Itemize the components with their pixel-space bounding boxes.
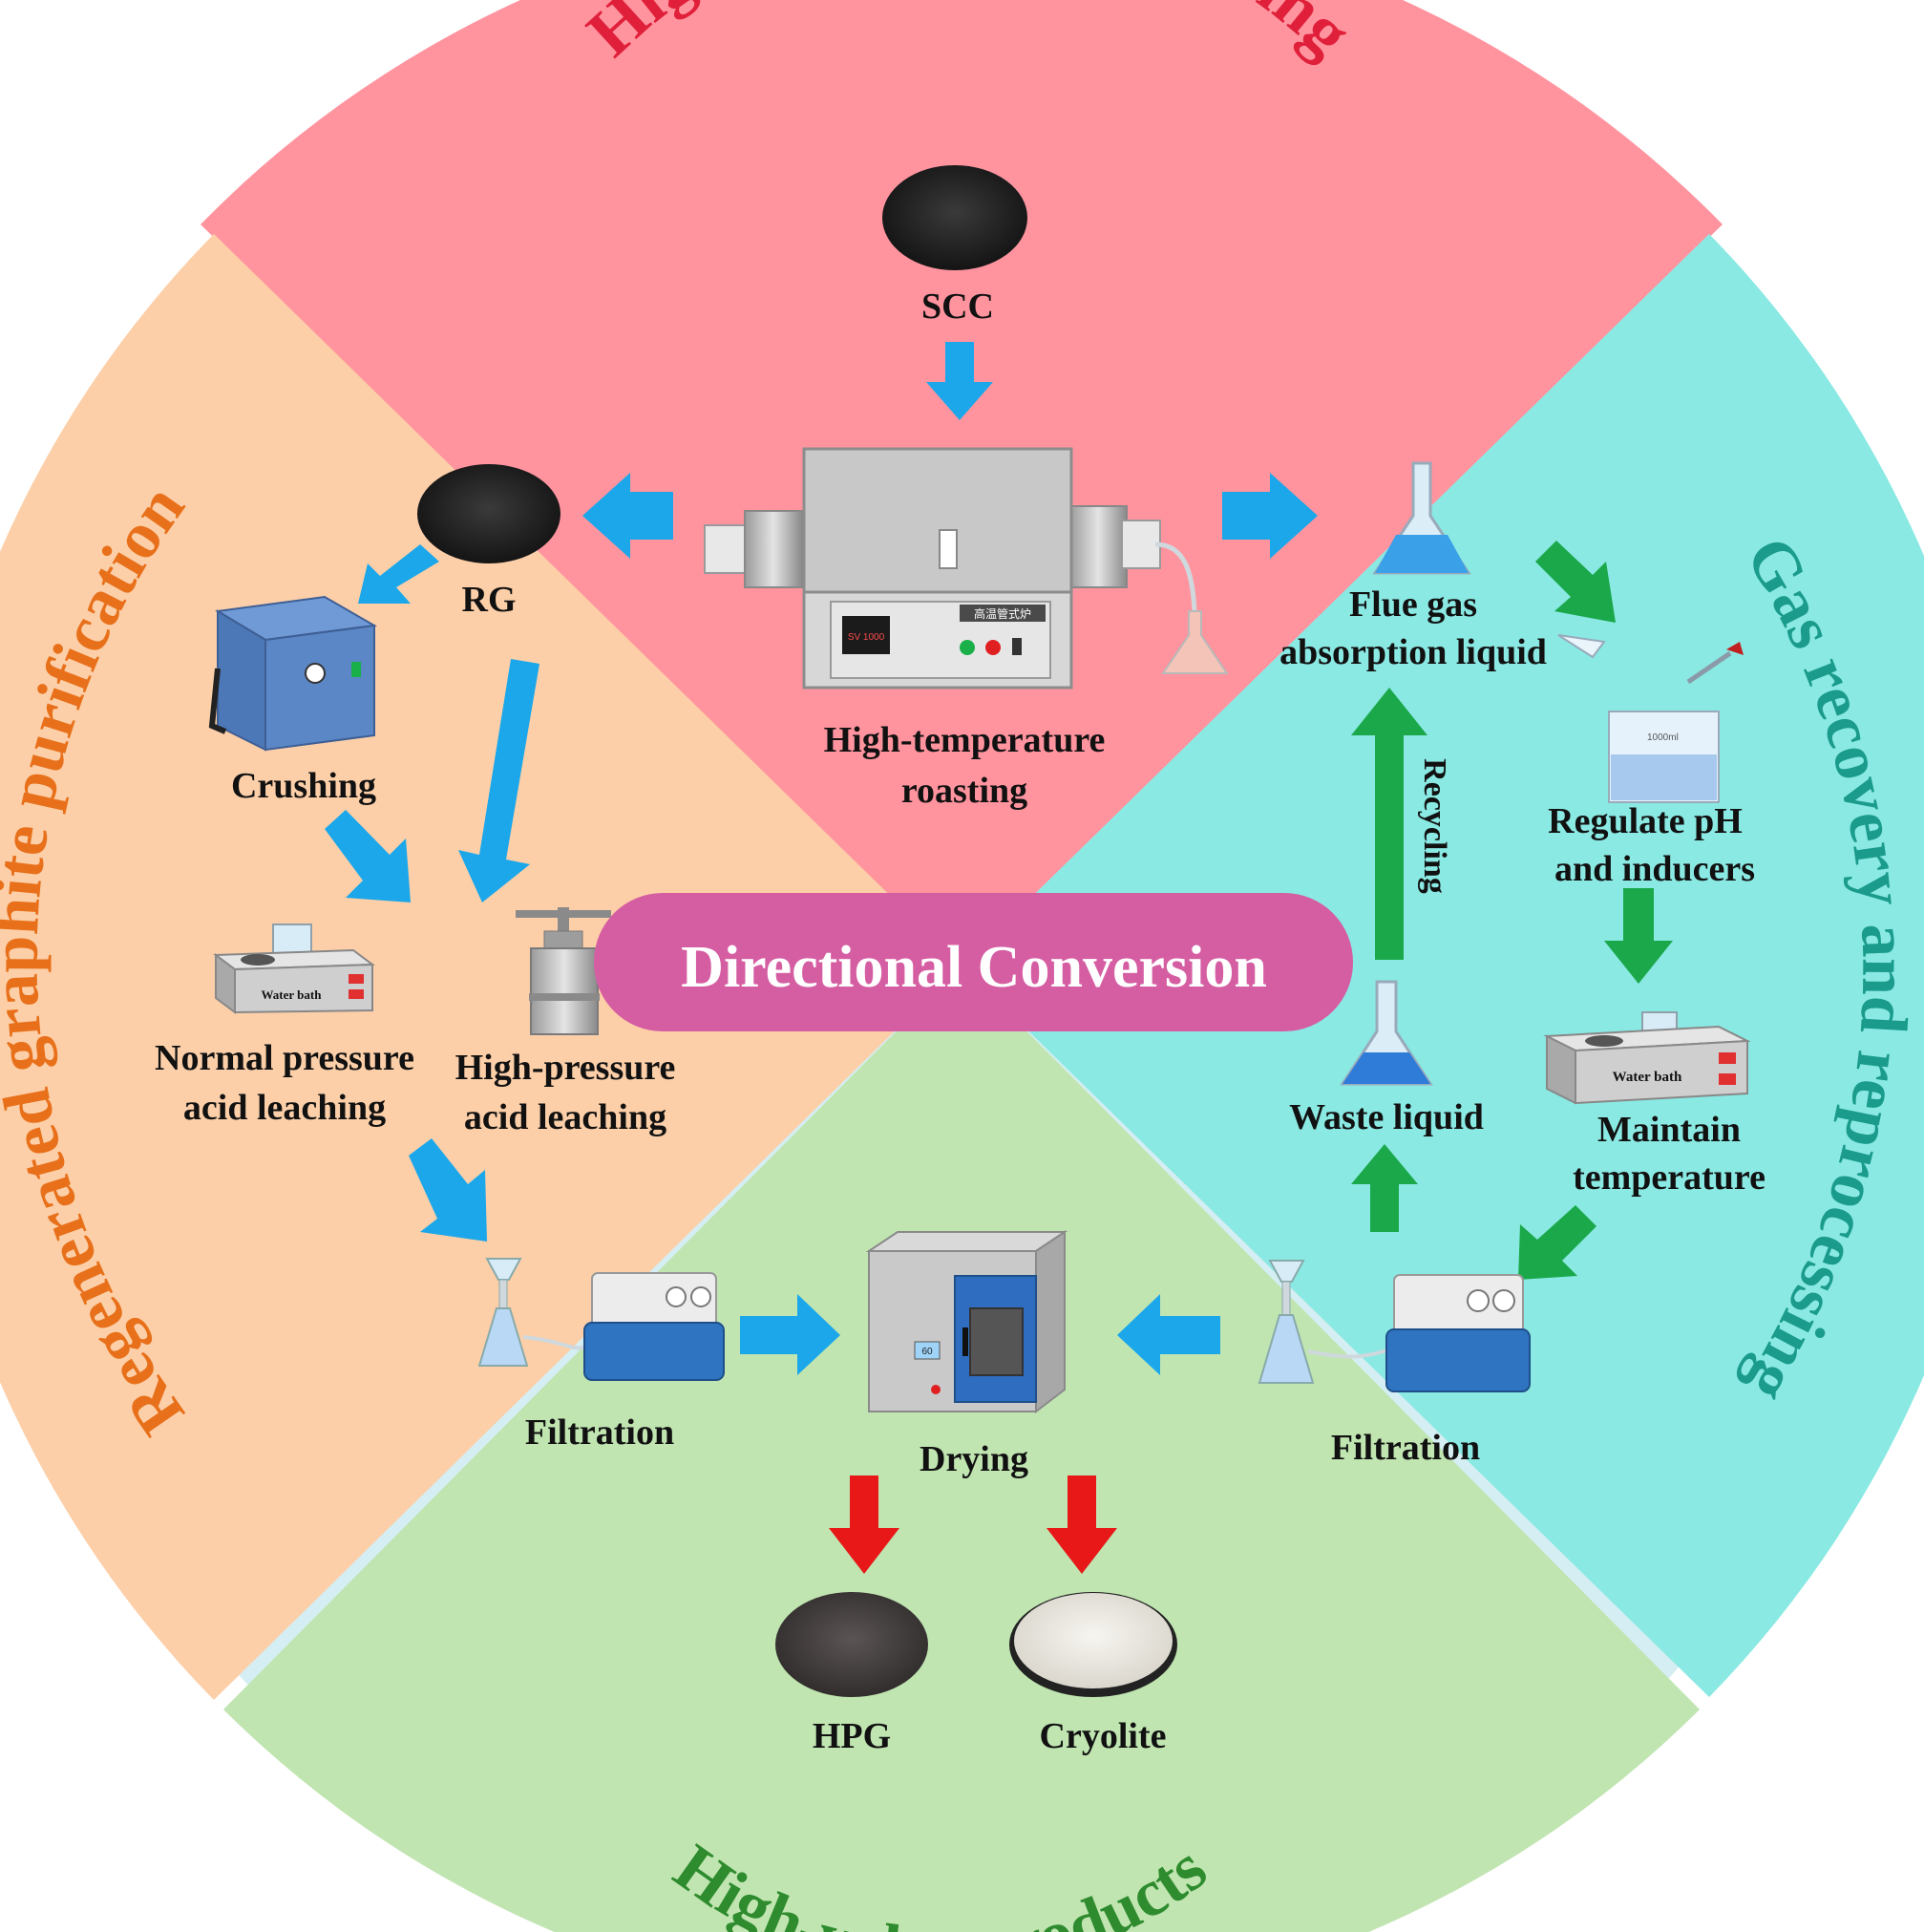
cryolite-sample (1009, 1592, 1177, 1697)
furnace-display: SV 1000 (848, 632, 885, 643)
arrow-furnace-to-flue (1222, 473, 1318, 559)
label-normal-1: Normal pressure (155, 1038, 414, 1078)
water-bath-right: Water bath (1543, 1011, 1751, 1105)
quadrant-products (223, 966, 1700, 1932)
label-flue-2: absorption liquid (1279, 632, 1547, 672)
label-highpressure-2: acid leaching (464, 1097, 666, 1137)
label-regulate-1: Regulate pH (1548, 801, 1743, 841)
waste-liquid-flask (1340, 980, 1433, 1086)
hpg-sample (775, 1592, 928, 1697)
label-crushing: Crushing (231, 766, 376, 806)
regulate-beaker: 1000ml (1557, 634, 1744, 803)
label-filtration-left: Filtration (525, 1412, 674, 1453)
arrow-rg-to-highpressure (458, 659, 539, 902)
label-normal-2: acid leaching (183, 1088, 386, 1128)
quadrant-purification (0, 234, 962, 1700)
label-recycling: Recycling (1417, 758, 1452, 894)
label-filtration-right: Filtration (1331, 1428, 1480, 1468)
label-roasting-2: roasting (901, 771, 1027, 811)
arrow-filtration-to-waste (1351, 1144, 1418, 1232)
rg-sample (417, 464, 560, 563)
label-highpressure-1: High-pressure (455, 1048, 676, 1088)
crusher-machine (208, 595, 378, 752)
arrow-furnace-to-rg (582, 473, 673, 559)
arrow-rg-to-crusher (358, 544, 439, 604)
tube-furnace: SV 1000 高温管式炉 (704, 447, 1229, 690)
arrow-crushing-to-leaching (325, 810, 411, 902)
quadrant-gas (962, 234, 1924, 1697)
arrow-scc-to-furnace (926, 342, 993, 420)
water-bath-left: Water bath (213, 924, 375, 1014)
label-scc: SCC (921, 287, 994, 327)
label-regulate-2: and inducers (1554, 849, 1755, 889)
arrow-right-filtration-to-drying (1117, 1294, 1220, 1375)
filtration-apparatus-right (1258, 1260, 1531, 1392)
filtration-apparatus-left (477, 1258, 725, 1381)
water-bath-right-label: Water bath (1613, 1070, 1682, 1085)
label-drying: Drying (920, 1439, 1028, 1479)
label-cryolite: Cryolite (1040, 1716, 1167, 1756)
beaker-mark: 1000ml (1647, 732, 1679, 743)
label-waste: Waste liquid (1289, 1097, 1484, 1137)
arrow-waste-to-flue (1351, 688, 1427, 960)
label-maintain-1: Maintain (1597, 1110, 1741, 1150)
center-badge: Directional Conversion (594, 893, 1353, 1031)
arrow-regulate-to-maintain (1604, 888, 1673, 984)
arrow-flue-to-regulate (1535, 541, 1616, 623)
label-hpg: HPG (813, 1716, 891, 1756)
arrow-drying-to-hpg (829, 1476, 899, 1574)
label-roasting-1: High-temperature (824, 720, 1106, 760)
arrow-left-filtration-to-drying (740, 1294, 840, 1375)
flue-gas-flask (1372, 461, 1471, 575)
label-maintain-2: temperature (1573, 1157, 1765, 1198)
label-rg: RG (462, 580, 517, 620)
arrow-leaching-to-filtration (409, 1138, 487, 1242)
scc-sample (882, 165, 1027, 270)
label-flue-1: Flue gas (1349, 584, 1477, 625)
water-bath-left-label: Water bath (262, 987, 323, 1002)
center-label: Directional Conversion (681, 935, 1267, 1000)
oven-display: 60 (921, 1347, 933, 1357)
drying-oven: 60 (865, 1230, 1068, 1414)
arrow-drying-to-cryolite (1047, 1476, 1117, 1574)
high-pressure-reactor (516, 907, 611, 1035)
furnace-panel-label: 高温管式炉 (974, 606, 1031, 621)
arrow-maintain-to-filtration (1518, 1205, 1596, 1280)
